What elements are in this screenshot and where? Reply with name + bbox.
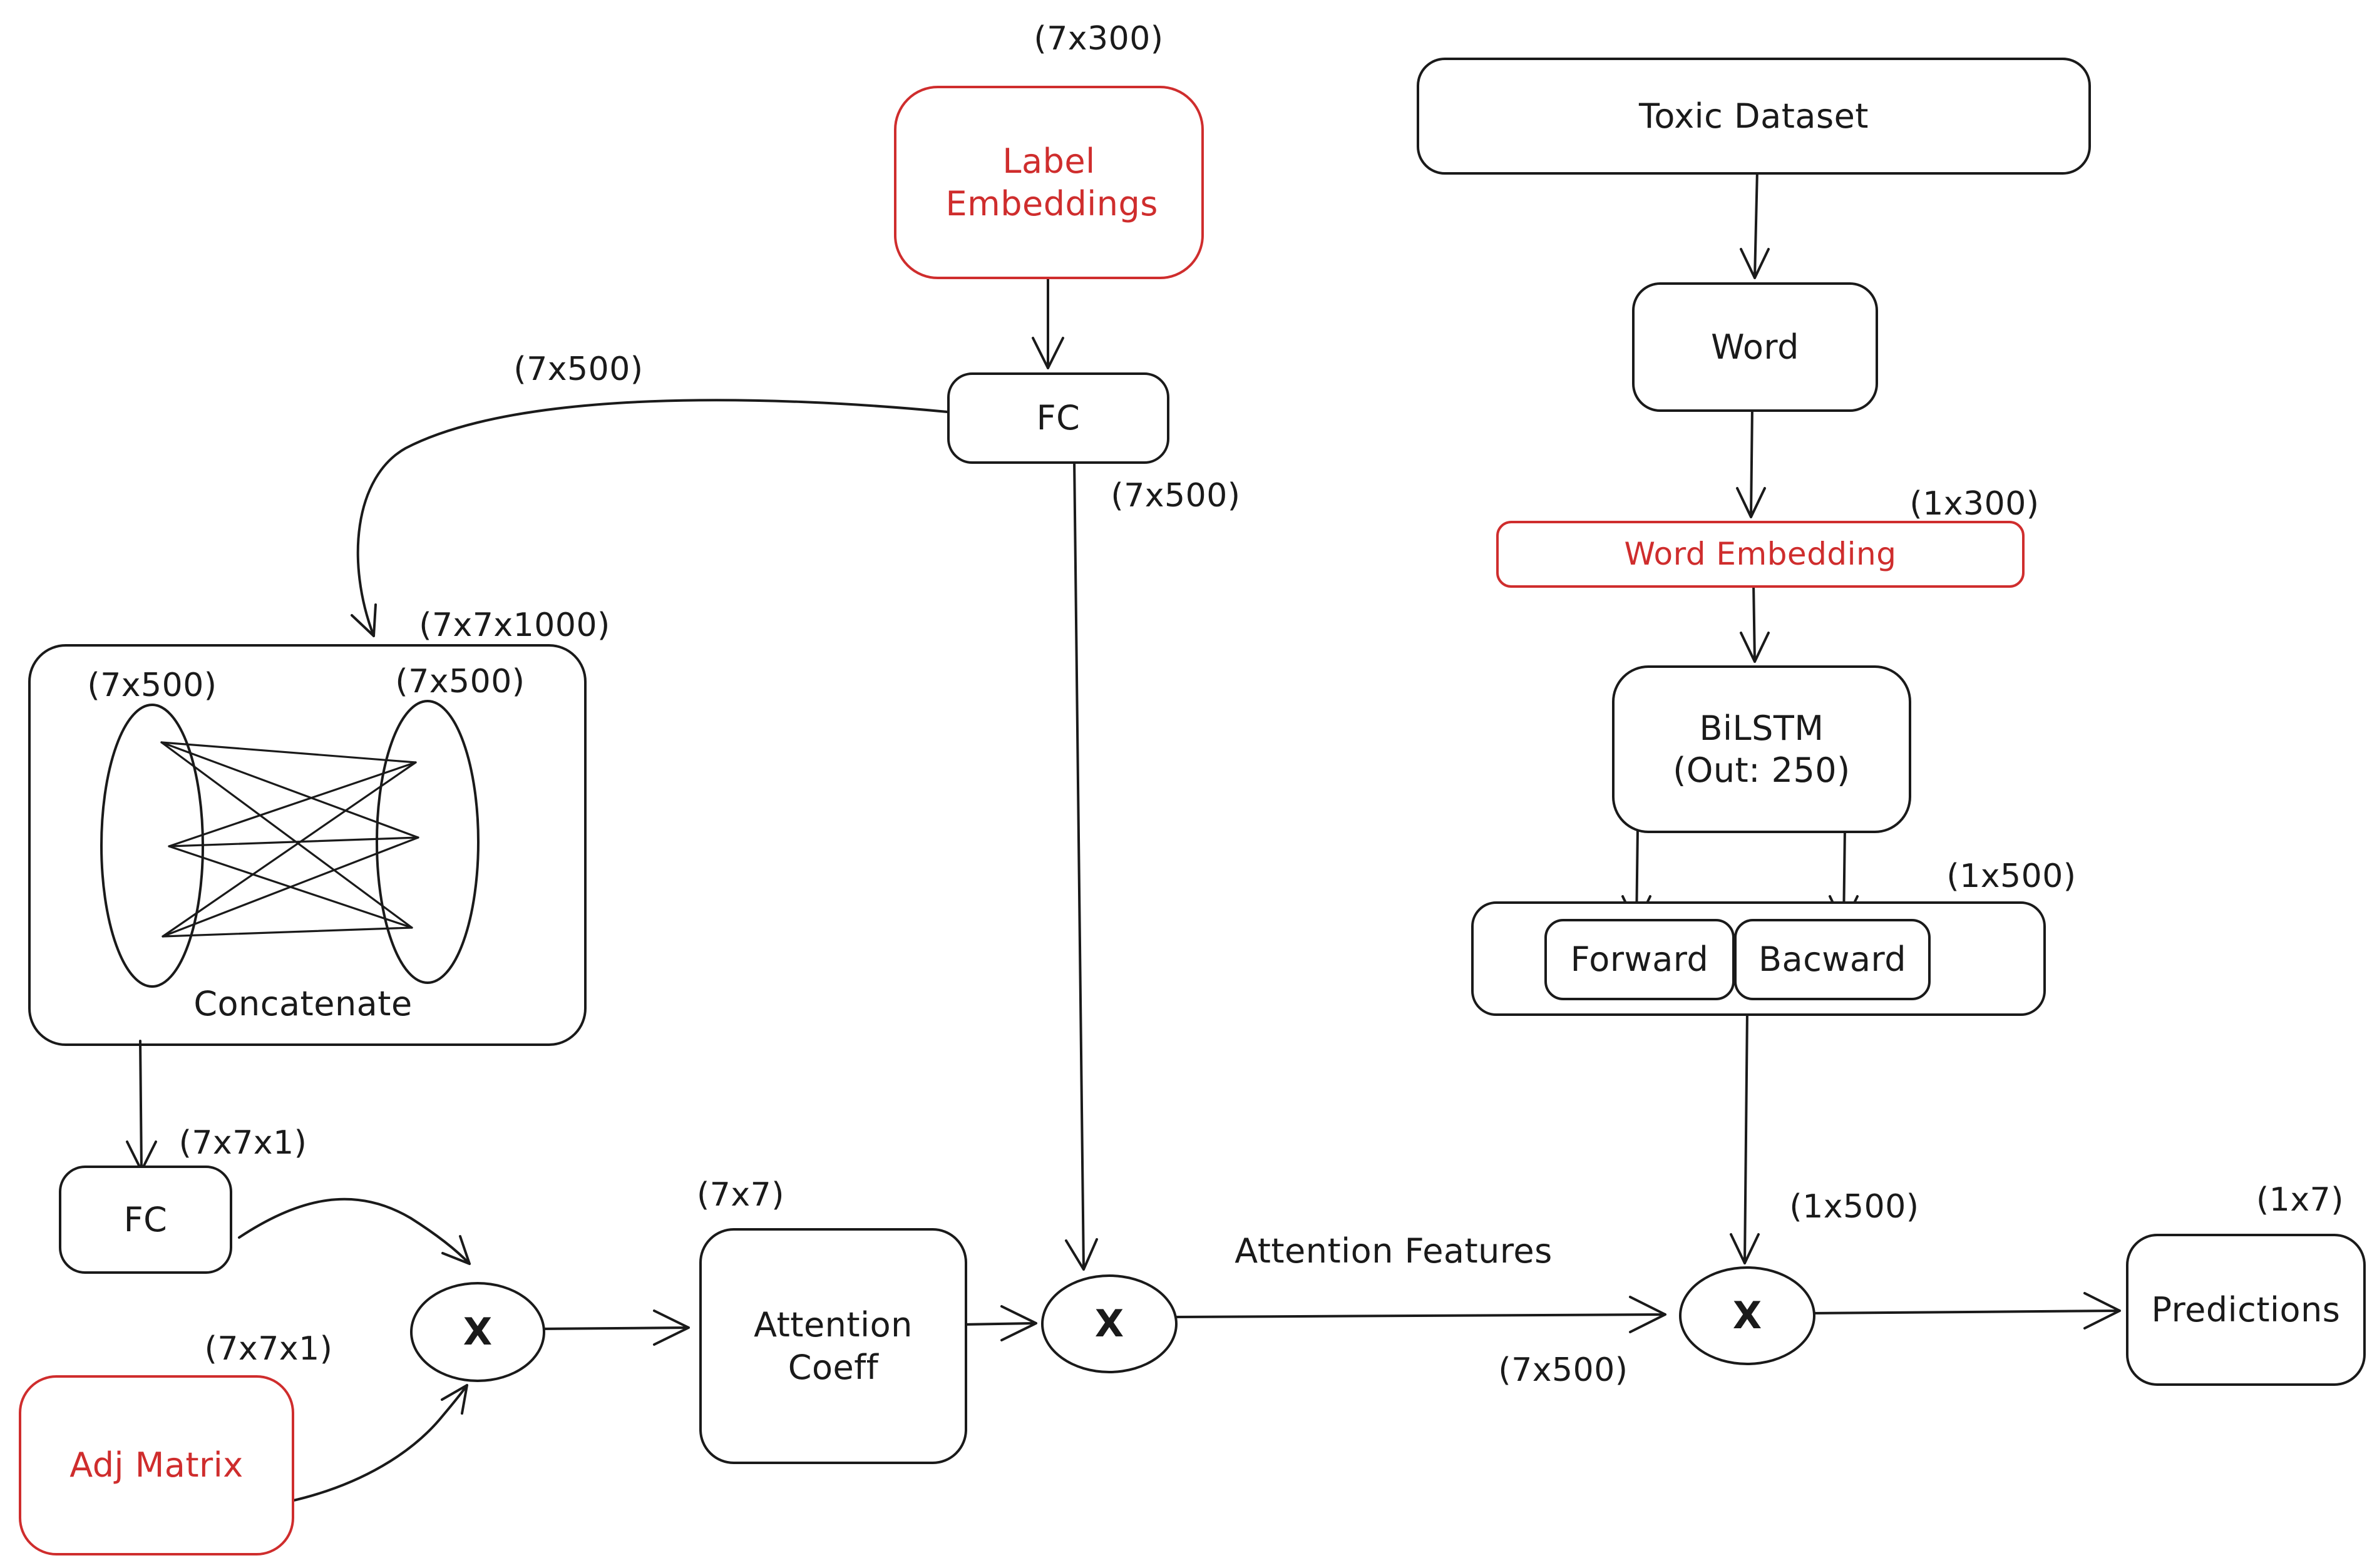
word-embedding-node: Word Embedding xyxy=(1496,521,2025,588)
toxic-dataset-node: Toxic Dataset xyxy=(1417,58,2091,175)
arrow-attentioncoeff-to-multiply2 xyxy=(961,1305,1037,1341)
concat-crossing-lines xyxy=(160,741,419,938)
multiply-symbol-3: X xyxy=(1732,1294,1762,1338)
multiply-symbol-1: X xyxy=(463,1310,493,1354)
dim-word-embedding-out: (1x300) xyxy=(1909,485,2040,523)
forward-node: Forward xyxy=(1544,919,1735,1000)
concat-right-ellipse xyxy=(376,700,480,984)
dim-bilstm-out: (1x500) xyxy=(1946,858,2077,895)
arrow-fc-to-concatenate xyxy=(351,399,948,637)
adj-matrix-label: Adj Matrix xyxy=(69,1445,244,1485)
arrow-word-to-wordembedding xyxy=(1736,406,1766,518)
attention-coeff-node: Attention Coeff xyxy=(699,1228,967,1464)
dim-adj-matrix-out: (7x7x1) xyxy=(204,1330,333,1368)
concatenate-label: Concatenate xyxy=(193,983,413,1023)
arrow-adjmatrix-to-multiply1 xyxy=(290,1384,468,1502)
dim-concat-right: (7x500) xyxy=(395,663,525,700)
label-embeddings-node: Label Embeddings xyxy=(894,86,1204,279)
multiply-node-3: X xyxy=(1679,1266,1815,1365)
multiply-node-2: X xyxy=(1041,1274,1178,1373)
bilstm-label: BiLSTM (Out: 250) xyxy=(1673,707,1850,792)
dim-predictions-out: (1x7) xyxy=(2256,1181,2344,1219)
predictions-node: Predictions xyxy=(2126,1234,2366,1386)
arrow-fc-down-to-multiply2 xyxy=(1065,458,1098,1271)
attention-features-label: Attention Features xyxy=(1235,1231,1553,1271)
dim-sentence-vector: (1x500) xyxy=(1789,1188,1919,1226)
arrow-multiply1-to-attentioncoeff xyxy=(539,1309,690,1346)
word-node: Word xyxy=(1632,282,1878,412)
dim-concat-out: (7x7x1000) xyxy=(419,607,610,644)
dim-attention-coeff-out: (7x7) xyxy=(696,1176,784,1214)
arrow-wordembedding-to-bilstm xyxy=(1740,582,1770,663)
arrow-labelembeddings-to-fc xyxy=(1032,274,1064,369)
word-embedding-label: Word Embedding xyxy=(1624,536,1897,573)
bilstm-node: BiLSTM (Out: 250) xyxy=(1612,665,1911,833)
predictions-label: Predictions xyxy=(2151,1289,2341,1330)
bilstm-outputs-container: Forward Bacward xyxy=(1471,901,2046,1016)
dim-label-embeddings-out: (7x300) xyxy=(1034,20,1164,58)
arrow-toxicdataset-to-word xyxy=(1740,168,1770,279)
backward-node: Bacward xyxy=(1734,919,1931,1000)
dim-attention-features-out: (7x500) xyxy=(1498,1351,1628,1389)
forward-label: Forward xyxy=(1570,940,1709,980)
backward-label: Bacward xyxy=(1758,940,1907,980)
bilstm-label-line1: BiLSTM xyxy=(1699,708,1824,748)
arrow-bilstmoutputs-to-multiply3 xyxy=(1730,1010,1760,1264)
fc-left-node: FC xyxy=(59,1166,232,1274)
multiply-node-1: X xyxy=(410,1282,545,1382)
label-embeddings-label: Label Embeddings xyxy=(945,141,1158,223)
dim-fc-left-out: (7x7x1) xyxy=(178,1124,307,1162)
arrow-multiply3-to-predictions xyxy=(1809,1292,2121,1330)
word-label: Word xyxy=(1711,327,1799,367)
dim-fc-down: (7x500) xyxy=(1111,477,1241,515)
attention-coeff-label: Attention Coeff xyxy=(754,1305,913,1387)
dim-concat-left: (7x500) xyxy=(87,667,217,704)
adj-matrix-node: Adj Matrix xyxy=(19,1375,294,1555)
arrow-fc2-to-multiply1 xyxy=(238,1197,471,1265)
fc-left-label: FC xyxy=(123,1199,168,1239)
arrow-multiply2-to-multiply3 xyxy=(1174,1296,1666,1333)
concatenate-node xyxy=(28,644,587,1046)
fc-top-node: FC xyxy=(947,372,1169,464)
toxic-dataset-label: Toxic Dataset xyxy=(1639,96,1869,136)
bilstm-label-line2: (Out: 250) xyxy=(1673,751,1851,790)
fc-top-label: FC xyxy=(1036,398,1081,438)
dim-fc-skip: (7x500) xyxy=(513,351,644,388)
multiply-symbol-2: X xyxy=(1094,1302,1124,1346)
